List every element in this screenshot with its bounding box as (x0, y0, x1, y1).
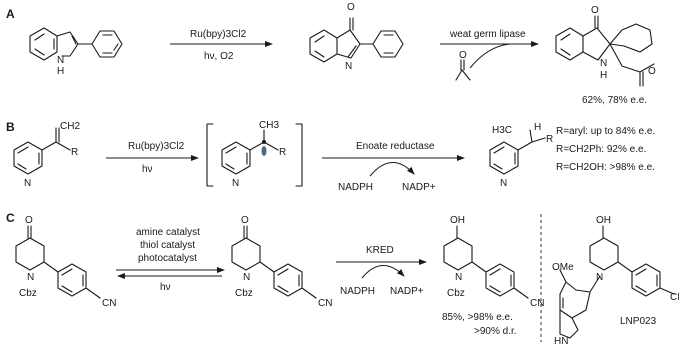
cn-c1: CN (102, 298, 116, 309)
arrow-b1-catalyst: Ru(bpy)3Cl2 (128, 141, 185, 152)
cbz-c3: Cbz (447, 288, 465, 299)
ch2-group: CH2 (60, 121, 80, 132)
panel-a: A N H Ru(bpy)3Cl2 hν, O2 O N (6, 2, 656, 106)
arrow-c1-amine-catalyst: amine catalyst (136, 227, 200, 238)
ome-group: OMe (552, 262, 574, 273)
piperidinone-trans-structure: O N Cbz CN (231, 215, 332, 309)
indole-h-atom: H (57, 66, 64, 77)
cofactor-cycle-c (361, 265, 405, 279)
panel-b: B CH2 R N Ru(bpy)3Cl2 hν CH3 R N Enoate … (6, 120, 655, 193)
pyridine-n-b3: N (500, 178, 507, 189)
r-group-b3: R (546, 134, 553, 145)
cbz-c2: Cbz (235, 288, 253, 299)
svg-text:O: O (459, 50, 467, 61)
ch3-group-b2: CH3 (259, 120, 279, 131)
result-b-benzyl: R=CH2Ph: 92% e.e. (556, 144, 646, 155)
oh-c3: OH (450, 215, 465, 226)
radical-intermediate: CH3 R N (206, 120, 303, 189)
cofactor-cycle-b (369, 162, 415, 177)
panel-c: C O N Cbz CN amine catalyst thiol cataly… (6, 211, 679, 344)
panel-b-letter: B (6, 120, 15, 134)
arrow-a2-enzyme: weat germ lipase (449, 29, 526, 40)
cn-c4: CN (670, 292, 679, 303)
product-a-structure: O N H O (555, 5, 656, 87)
hydroxypiperidine-structure: OH N Cbz CN (443, 215, 544, 309)
arrow-b2-enzyme: Enoate reductase (356, 141, 435, 152)
svg-text:O: O (241, 215, 249, 226)
indolone-n-atom: N (345, 61, 352, 72)
result-c-yield: 85%, >98% e.e. (442, 312, 513, 323)
product-b-structure: H3C H R N (489, 122, 553, 189)
acetone-curved-arrow (469, 43, 511, 69)
indolone-structure: O N (309, 2, 404, 72)
pyridine-n-b2: N (232, 178, 239, 189)
cofactor-out-c: NADP+ (390, 286, 424, 297)
pyridine-n-b1: N (24, 178, 31, 189)
cofactor-in-b: NADPH (338, 182, 373, 193)
radical-dot (262, 140, 266, 144)
piperidinone-cis-structure: O N Cbz CN (15, 215, 116, 309)
result-c-dr: >90% d.r. (474, 326, 517, 337)
indole-nh-c4: HN (554, 336, 568, 344)
svg-text:O: O (591, 5, 599, 16)
piperidine-n-c4: N (596, 272, 603, 283)
arrow-c1-photocatalyst: photocatalyst (138, 253, 197, 264)
arrow-c1-conditions: hν (160, 282, 171, 293)
arrow-c2-enzyme: KRED (366, 245, 394, 256)
p-orbital-lobe (261, 146, 267, 156)
svg-text:H: H (534, 122, 541, 133)
arrow-a1-catalyst: Ru(bpy)3Cl2 (190, 29, 247, 40)
piperidine-n-c3: N (455, 272, 462, 283)
indole-nh-atom: N (57, 55, 64, 66)
indolone-o-atom: O (347, 2, 355, 13)
lnp023-structure: OH N OMe HN CN (552, 215, 679, 344)
arrow-b1-conditions: hν (142, 164, 153, 175)
cn-c2: CN (318, 298, 332, 309)
result-b-aryl: R=aryl: up to 84% e.e. (556, 126, 655, 137)
svg-text:O: O (648, 66, 656, 77)
arrow-a1-conditions: hν, O2 (204, 51, 234, 62)
vinylpyridine-structure: CH2 R N (13, 121, 80, 189)
oh-c4: OH (596, 215, 611, 226)
piperidine-n-c1: N (27, 272, 34, 283)
r-group-b1: R (71, 147, 78, 158)
2-phenylindole-structure: N H (29, 27, 123, 77)
piperidine-n-c2: N (243, 272, 250, 283)
arrow-c1-thiol-catalyst: thiol catalyst (140, 240, 195, 251)
product-a-h-atom: H (600, 70, 607, 81)
acetone-structure: O (455, 50, 471, 81)
result-b-hydroxymethyl: R=CH2OH: >98% e.e. (556, 162, 655, 173)
panel-c-letter: C (6, 211, 15, 225)
cofactor-in-c: NADPH (340, 286, 375, 297)
h3c-group: H3C (492, 125, 512, 136)
cn-c3: CN (530, 298, 544, 309)
panel-a-letter: A (6, 7, 15, 21)
cbz-c1: Cbz (19, 288, 37, 299)
target-compound-name: LNP023 (620, 316, 657, 327)
cofactor-out-b: NADP+ (402, 182, 436, 193)
svg-text:O: O (25, 215, 33, 226)
product-a-nh-atom: N (600, 58, 607, 69)
result-a: 62%, 78% e.e. (582, 95, 647, 106)
r-group-b2: R (279, 147, 286, 158)
